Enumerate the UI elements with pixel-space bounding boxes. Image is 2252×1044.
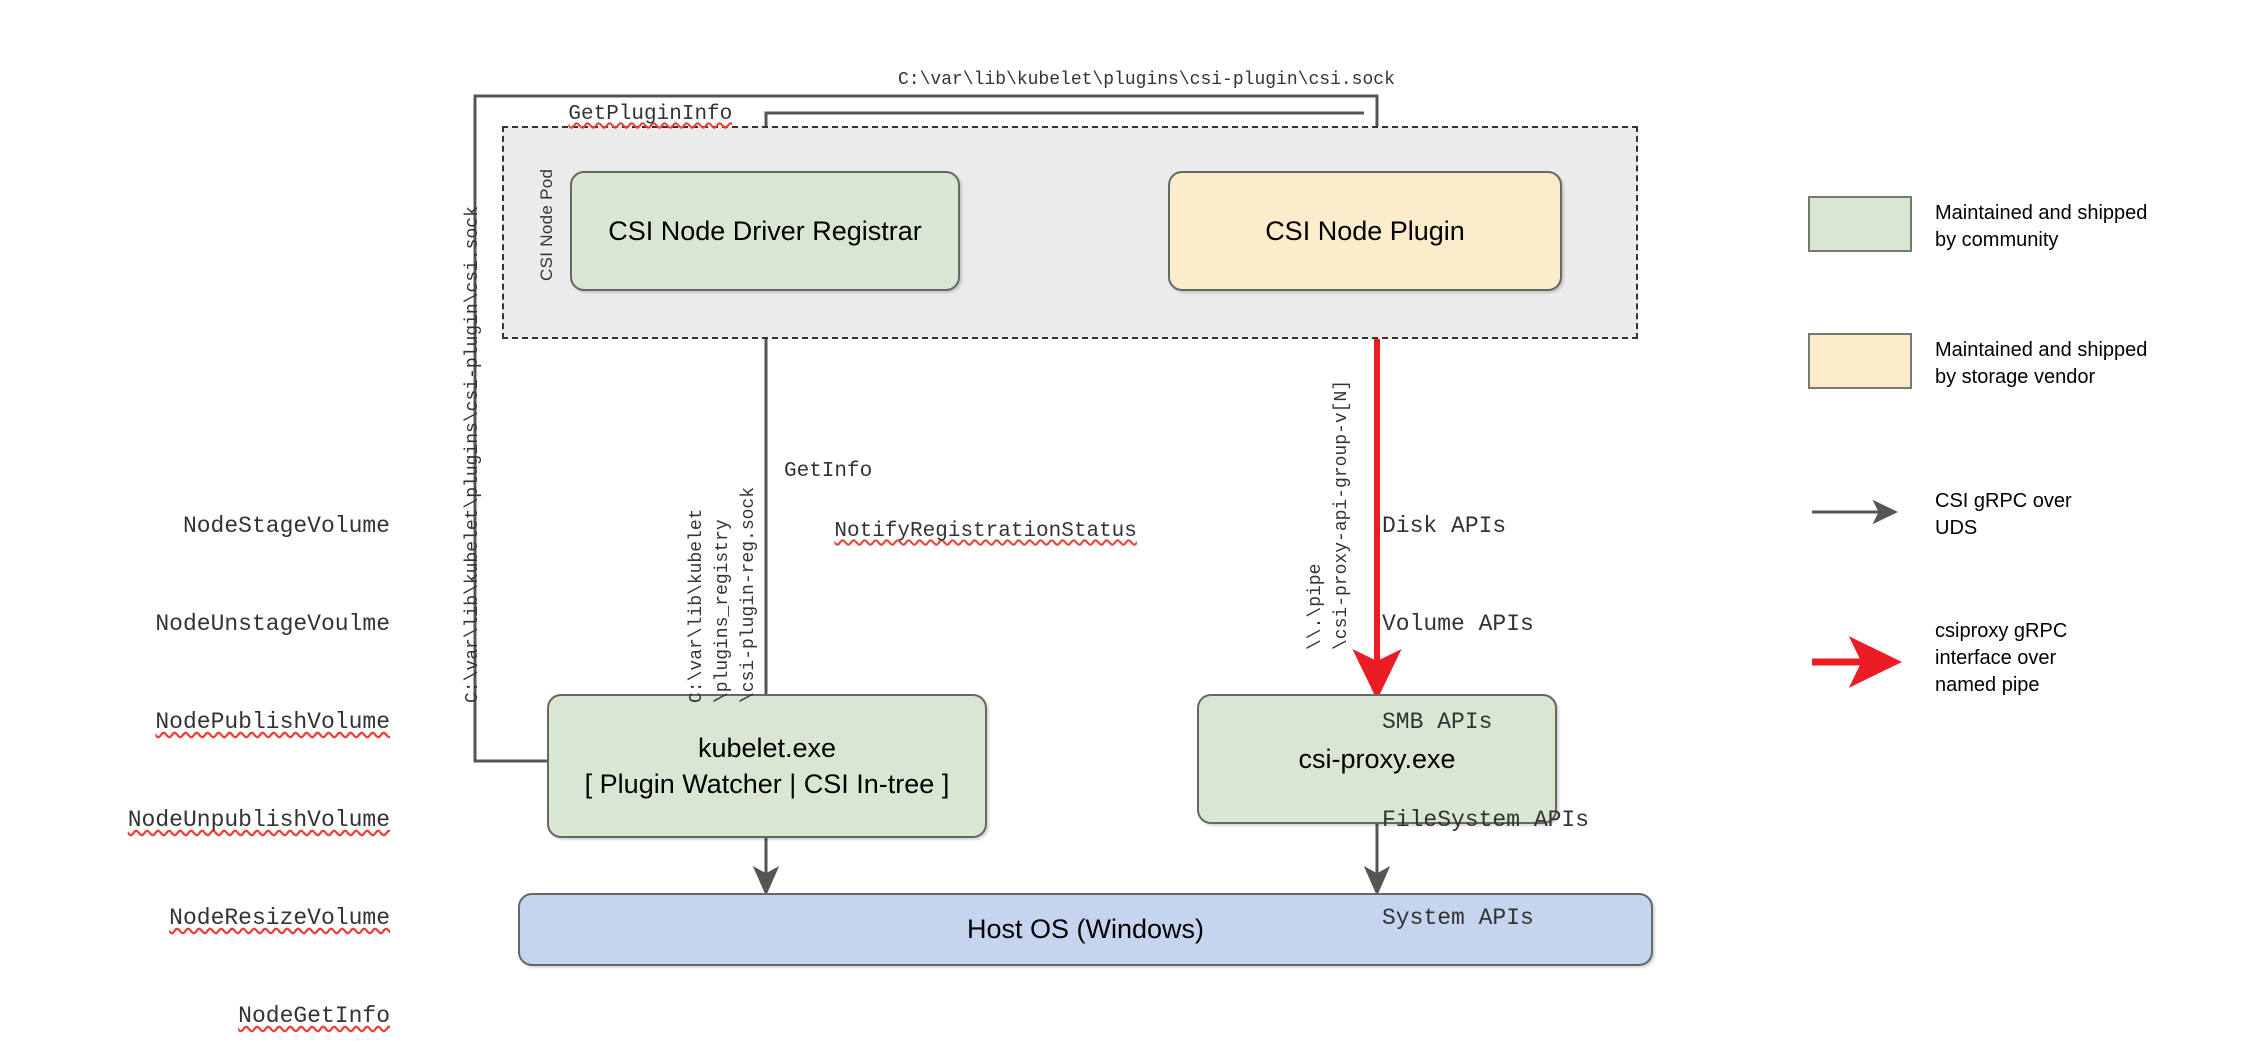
csi-node-rpc-list: NodeStageVolume NodeUnstageVoulme NodePu… xyxy=(100,445,390,1044)
legend-label-storage-vendor: Maintained and shipped by storage vendor xyxy=(1935,339,2148,388)
legend-label-community: Maintained and shipped by community xyxy=(1935,202,2148,251)
box-csi-node-driver-registrar-label: CSI Node Driver Registrar xyxy=(608,215,922,246)
label-registry-path-line1: C:\var\lib\kubelet xyxy=(687,508,707,703)
rpc-list-item: NodeUnstageVoulme xyxy=(155,611,390,638)
csi-node-pod-label: CSI Node Pod xyxy=(537,168,556,281)
box-host-os[interactable]: Host OS (Windows) xyxy=(518,893,1653,966)
api-list-item: FileSystem APIs xyxy=(1382,807,1590,834)
rpc-list-item: NodePublishVolume xyxy=(155,709,390,736)
api-list-item: SMB APIs xyxy=(1382,709,1493,736)
legend-label-csiproxy-grpc-namedpipe: csiproxy gRPC interface over named pipe xyxy=(1935,620,2068,696)
label-registry-path-line2: \plugins_registry xyxy=(713,519,733,703)
legend-label-csi-grpc-uds: CSI gRPC over UDS xyxy=(1935,490,2072,539)
label-get-info: GetInfo xyxy=(784,460,873,483)
label-get-plugin-info: GetPluginInfo xyxy=(518,70,732,159)
label-named-pipe-line1: \\.\pipe xyxy=(1306,563,1326,650)
box-csi-proxy-exe[interactable]: csi-proxy.exe xyxy=(1197,694,1557,824)
box-kubelet-exe-label-line1: kubelet.exe xyxy=(697,732,837,763)
api-list-item: System APIs xyxy=(1382,905,1534,932)
label-csi-sock-path-top: C:\var\lib\kubelet\plugins\csi-plugin\cs… xyxy=(898,70,1395,90)
api-list-item: Disk APIs xyxy=(1382,513,1507,540)
label-registry-path-line3: \csi-plugin-reg.sock xyxy=(739,486,759,703)
label-named-pipe-line2: \csi-proxy-api-group-v[N] xyxy=(1332,379,1352,650)
label-notify-registration-status: NotifyRegistrationStatus xyxy=(784,487,1137,576)
csi-proxy-api-list: Disk APIs Volume APIs SMB APIs FileSyste… xyxy=(1382,445,1682,1000)
box-kubelet-exe[interactable]: kubelet.exe [ Plugin Watcher | CSI In-tr… xyxy=(547,694,987,838)
rpc-list-item: NodeResizeVolume xyxy=(169,905,390,932)
label-csi-sock-path-left: C:\var\lib\kubelet\plugins\csi-plugin\cs… xyxy=(463,206,483,703)
label-get-plugin-info-text: GetPluginInfo xyxy=(568,102,733,126)
rpc-list-item: NodeUnpublishVolume xyxy=(127,807,390,834)
label-notify-registration-status-text: NotifyRegistrationStatus xyxy=(834,519,1137,543)
rpc-list-item: NodeStageVolume xyxy=(182,513,390,540)
api-list-item: Volume APIs xyxy=(1382,611,1534,638)
box-csi-node-driver-registrar[interactable]: CSI Node Driver Registrar xyxy=(570,171,960,291)
box-host-os-label: Host OS (Windows) xyxy=(966,914,1205,945)
rpc-list-item: NodeGetInfo xyxy=(238,1003,390,1030)
legend-swatch-storage-vendor xyxy=(1808,333,1912,389)
legend-swatch-community xyxy=(1808,196,1912,252)
box-csi-proxy-exe-label: csi-proxy.exe xyxy=(1298,743,1456,774)
box-csi-node-plugin[interactable]: CSI Node Plugin xyxy=(1168,171,1562,291)
box-csi-node-plugin-label: CSI Node Plugin xyxy=(1265,215,1465,246)
box-kubelet-exe-label-line2: [ Plugin Watcher | CSI In-tree ] xyxy=(584,769,950,799)
